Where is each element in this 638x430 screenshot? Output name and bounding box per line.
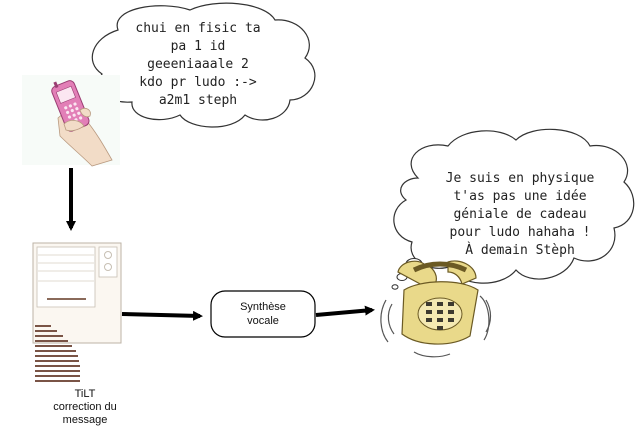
sms-line: chui en fisic ta xyxy=(135,21,260,36)
telephone-icon xyxy=(380,260,492,358)
speech-line: À demain Stèph xyxy=(465,242,575,258)
tilt-label: TiLT correction du message xyxy=(53,388,117,426)
speech-line: géniale de cadeau xyxy=(453,207,586,222)
sms-line: kdo pr ludo :-> xyxy=(139,75,257,90)
synthesis-line: Synthèse xyxy=(240,301,286,313)
tilt-label-line: message xyxy=(63,414,108,426)
synthesis-line: vocale xyxy=(247,315,279,327)
computer-tower-icon xyxy=(32,242,122,382)
hand-phone-icon xyxy=(22,75,120,167)
speech-line: Je suis en physique xyxy=(446,171,595,186)
speech-line: pour ludo hahaha ! xyxy=(450,225,591,240)
arrow-tilt-to-synthesis xyxy=(121,310,203,321)
speech-thought-bubble: Je suis en physique t'as pas une idée gé… xyxy=(391,128,635,290)
sms-line: pa 1 id xyxy=(171,39,226,54)
speech-line: t'as pas une idée xyxy=(453,189,586,204)
sms-line: a2m1 steph xyxy=(159,93,237,108)
synthesis-box: Synthèse vocale xyxy=(210,290,316,338)
sms-line: geeeniaaale 2 xyxy=(147,57,249,72)
tilt-label-line: TiLT xyxy=(75,388,96,400)
sms-thought-bubble: chui en fisic ta pa 1 id geeeniaaale 2 k… xyxy=(69,2,316,142)
arrow-synthesis-to-phone xyxy=(315,305,375,317)
tilt-label-line: correction du xyxy=(53,401,117,413)
